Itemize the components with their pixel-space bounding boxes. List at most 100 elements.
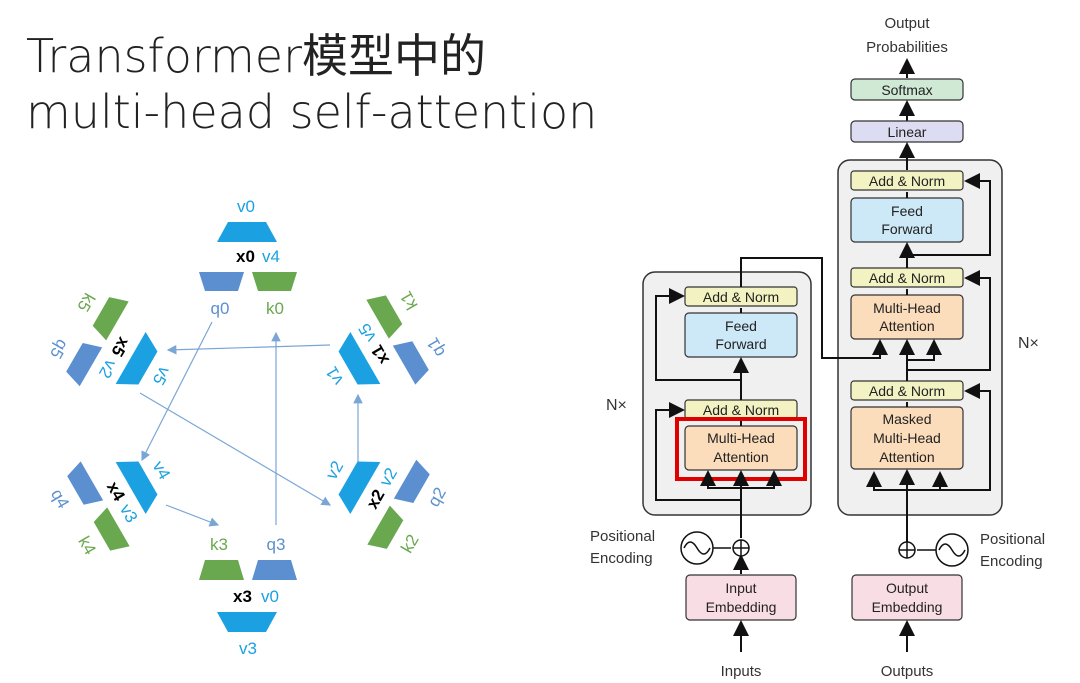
softmax-label: Softmax [881,82,932,98]
x2-q-label: q2 [424,484,450,510]
x5-k-label: k5 [73,290,98,315]
title-line-2: multi-head self-attention [26,85,598,139]
enc-pos-line1: Positional [590,528,655,545]
x4-v-block [115,461,158,514]
head-x2: v2 x2 v2 k2 q2 [322,458,450,557]
x2-v-side-label: v2 [376,465,401,490]
encoder-connectors [655,257,888,574]
decoder-connectors [866,173,991,544]
x3-k-block [199,560,244,580]
head-x0: v0 x0 v4 q0 k0 [199,197,297,318]
decoder-cross-attn-line2: Attention [879,318,934,334]
x2-x-label: x2 [363,486,389,512]
x5-v-label: v5 [149,363,174,388]
decoder-add-norm-3-label: Add & Norm [869,173,945,189]
head-x1: v1 x1 v5 q1 k1 [322,288,449,388]
arrow-q5-to-k2 [139,392,332,506]
x1-k-label: k1 [396,288,421,313]
title-line-1: Transformer模型中的 [26,29,487,83]
x0-k-label: k0 [266,299,284,318]
output-probabilities-line2: Probabilities [866,39,948,56]
encoder-mha-line1: Multi-Head [707,430,775,446]
x5-x-label: x5 [107,334,133,360]
decoder-add-norm-2-label: Add & Norm [869,270,945,286]
x3-v-side-label: v0 [261,587,279,606]
x1-q-block [392,341,429,385]
decoder-add-norm-3 [850,170,964,191]
x0-v-block [217,222,277,242]
encoder-add-norm-1-label: Add & Norm [703,402,779,418]
encoder-add-norm-2-label: Add & Norm [703,289,779,305]
input-emb-line2: Embedding [706,599,777,615]
x4-k-label: k4 [74,533,99,558]
x2-v-block [338,461,381,514]
x3-q-block [252,560,297,580]
x3-v-label: v3 [239,639,257,658]
x0-v-side-label: v4 [262,247,280,266]
x0-q-label: q0 [211,299,230,318]
x5-v-block [115,332,158,385]
decoder-nx-label: N× [1018,335,1039,352]
x1-k-block [366,295,403,339]
x1-v-side-label: v5 [355,320,380,345]
x1-v-block [338,332,381,385]
transformer-diagram: Output Probabilities Softmax Linear Add … [590,15,1045,680]
x3-k-label: k3 [210,535,228,554]
x4-v-label: v4 [149,458,174,483]
output-probabilities-line1: Output [884,15,930,32]
dec-pos-line1: Positional [980,531,1045,548]
x3-q-label: q3 [267,535,286,554]
decoder-add-norm-1-label: Add & Norm [869,383,945,399]
encoder-ff-line1: Feed [725,318,757,334]
encoder-nx-label: N× [606,397,627,414]
x3-x-label: x3 [233,587,252,606]
output-emb-line1: Output [886,580,928,596]
x1-q-label: q1 [423,334,449,360]
decoder-ff-line2: Forward [881,221,932,237]
slide-title: Transformer模型中的 multi-head self-attentio… [26,28,597,140]
arrow-q1-to-k5 [166,344,331,355]
x4-q-label: q4 [47,486,73,512]
attention-arrows [139,321,363,527]
encoder-positional-encoding: Positional Encoding [590,528,750,567]
masked-line2: Multi-Head [873,430,941,446]
x0-v-label: v0 [237,197,255,216]
enc-pos-line2: Encoding [590,550,653,567]
x2-q-block [393,459,430,503]
outputs-label: Outputs [881,663,934,680]
self-attention-diagram: v0 x0 v4 q0 k0 k3 q3 x3 v0 v3 v1 x1 v5 [46,197,450,658]
x5-k-block [92,297,129,341]
head-x3: k3 q3 x3 v0 v3 [199,535,297,658]
encoder-ff-line2: Forward [715,336,766,352]
x2-k-block [367,505,404,549]
x1-v-label: v1 [322,363,347,388]
linear-label: Linear [888,124,927,140]
x5-q-label: q5 [46,336,72,362]
encoder-mha-line2: Attention [713,449,768,465]
x4-q-block [67,461,104,505]
x4-x-label: x4 [103,478,129,504]
x0-k-block [252,272,297,291]
head-x5: v5 x5 v2 k5 q5 [46,290,174,389]
x4-k-block [93,507,130,551]
decoder-positional-encoding: Positional Encoding [898,531,1045,570]
x2-k-label: k2 [397,531,422,556]
x0-q-block [199,272,244,291]
x3-v-block [217,612,277,632]
arrow-q0-to-k4 [141,321,213,462]
x1-x-label: x1 [367,342,393,368]
x5-v-side-label: v2 [95,356,120,381]
masked-line3: Attention [879,449,934,465]
arrow-q4-to-k3 [165,504,220,527]
decoder-ff-line1: Feed [891,203,923,219]
masked-line1: Masked [882,411,931,427]
x5-q-block [66,343,103,387]
x4-v-side-label: v3 [116,501,141,526]
x2-v-label: v2 [322,458,347,483]
inputs-label: Inputs [721,663,762,680]
dec-pos-line2: Encoding [980,553,1043,570]
x0-x-label: x0 [236,247,255,266]
head-x4: v4 x4 v3 q4 k4 [47,458,174,558]
decoder-cross-attn-line1: Multi-Head [873,300,941,316]
